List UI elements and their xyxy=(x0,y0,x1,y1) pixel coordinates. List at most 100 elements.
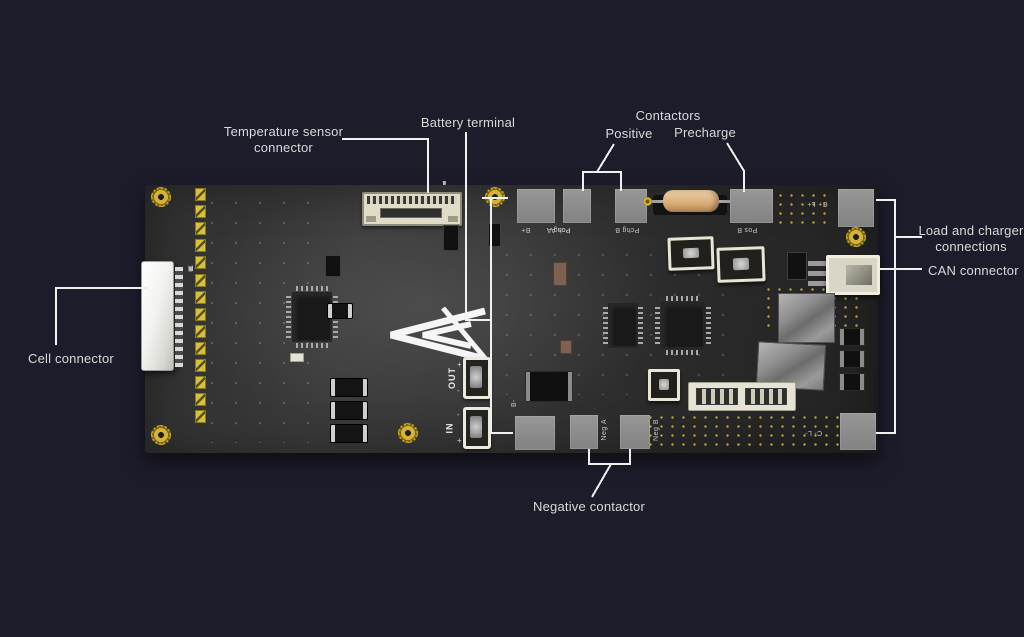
cell-balancing-row xyxy=(195,324,251,339)
via-dots xyxy=(645,413,850,447)
leader-positive-diag xyxy=(596,143,615,173)
mcu-pins xyxy=(296,286,328,291)
plus-mark: + xyxy=(457,436,462,445)
cell-connector xyxy=(141,261,174,371)
cell-balancing-row xyxy=(195,256,251,270)
in-connector xyxy=(463,407,491,449)
heatsink-module xyxy=(778,293,835,343)
cell-balancing-row xyxy=(195,410,251,424)
capacitor xyxy=(560,340,572,354)
qfp-chip xyxy=(661,302,705,349)
cell-balancing-row xyxy=(195,359,251,373)
capacitor xyxy=(839,328,865,346)
ennoid-logo-icon xyxy=(390,307,491,365)
soic-pins xyxy=(603,307,608,344)
inductor xyxy=(330,401,368,420)
label-load-and-charger: Load and charger connections xyxy=(918,223,1024,254)
cell-balancing-row xyxy=(195,273,251,288)
mcu-pins xyxy=(286,296,291,338)
can-connector xyxy=(826,255,880,295)
dual-connector-pins xyxy=(696,388,738,405)
driver-module xyxy=(667,236,715,271)
inductor xyxy=(327,303,353,319)
component xyxy=(488,223,501,247)
pad-precharge-b xyxy=(615,189,647,223)
capacitor xyxy=(839,350,865,368)
silk-b-plus: B+ xyxy=(521,226,531,233)
pad-b-minus xyxy=(515,416,555,450)
dual-connector-pins xyxy=(745,388,787,405)
out-silkscreen: OUT xyxy=(447,367,457,389)
out-connector xyxy=(463,357,491,399)
leader-precharge-diag xyxy=(726,142,745,172)
qfp-pins xyxy=(666,350,700,355)
soic-chip xyxy=(608,303,638,348)
shunt-component xyxy=(525,371,573,402)
via-dots xyxy=(775,191,830,227)
label-temperature-sensor-connector: Temperature sensor connector xyxy=(223,124,344,155)
precharge-resistor xyxy=(663,190,719,212)
cell-balancing-row xyxy=(195,290,251,305)
silk-b-minus: B- xyxy=(511,399,518,407)
cell-balancing-row xyxy=(195,427,267,441)
cell-balancing-rows xyxy=(195,188,267,450)
in-silkscreen: IN xyxy=(444,422,455,434)
can-connector-pins xyxy=(808,261,826,289)
smd-pair xyxy=(272,370,288,383)
capacitor xyxy=(839,373,865,391)
silk-pos-b: Pos B xyxy=(737,226,758,233)
cell-balancing-row xyxy=(195,376,251,390)
pad-load-charger-minus xyxy=(840,413,876,450)
label-precharge: Precharge xyxy=(674,125,736,140)
silk-neg-b: Neg B xyxy=(653,419,660,441)
driver-module xyxy=(716,246,766,283)
cell-balancing-row xyxy=(195,222,251,236)
smd-grid xyxy=(360,237,480,293)
pad-positive-a xyxy=(563,189,591,223)
label-can-connector: CAN connector xyxy=(928,263,1019,278)
pad-negative-a xyxy=(570,415,598,449)
cell-balancing-row xyxy=(195,393,251,407)
minus-mark: - xyxy=(457,386,460,395)
label-negative-contactor: Negative contactor xyxy=(533,499,645,514)
connector-ear xyxy=(366,216,376,222)
connector-slot xyxy=(380,208,442,218)
cell-balancing-row xyxy=(195,239,251,253)
connector-4pin xyxy=(648,369,680,401)
smd-pair xyxy=(605,285,621,298)
battery-positive-hole-icon xyxy=(485,187,505,207)
mcu-chip xyxy=(292,292,332,342)
plus-mark: + xyxy=(457,360,462,369)
minus-mark: - xyxy=(457,410,460,419)
component xyxy=(787,252,807,280)
soic-pins xyxy=(638,307,643,344)
silk-c-minus-l-minus: C- L- xyxy=(805,429,823,436)
component xyxy=(325,255,341,277)
pad-b-plus xyxy=(517,189,555,223)
silk-pchg-b: Pchg B xyxy=(615,226,640,233)
pad-positive-b xyxy=(730,189,773,223)
cell-balancing-row xyxy=(195,205,251,219)
smd-pair xyxy=(585,285,601,298)
smd-pair xyxy=(272,395,288,408)
leader-negative-diag xyxy=(591,463,612,498)
smd-pair xyxy=(272,420,288,433)
inductor xyxy=(330,378,368,397)
resistor-eyelet xyxy=(643,197,652,206)
qfp-pins xyxy=(655,307,660,344)
smd-pair xyxy=(585,351,601,364)
smd-pair xyxy=(272,345,288,358)
pad-load-charger-plus xyxy=(838,189,874,227)
inductor xyxy=(330,424,368,443)
label-contactors: Contactors xyxy=(635,108,701,123)
smd-pair xyxy=(565,315,581,328)
connector-teeth xyxy=(367,196,457,204)
label-cell-connector: Cell connector xyxy=(28,351,114,366)
silk-c-plus-l-plus: C+ L+ xyxy=(807,200,828,207)
connector-ear xyxy=(448,216,458,222)
silk-neg-a: Neg A xyxy=(601,419,608,441)
qfp-pins xyxy=(666,296,700,301)
label-battery-terminal: Battery terminal xyxy=(420,115,516,130)
